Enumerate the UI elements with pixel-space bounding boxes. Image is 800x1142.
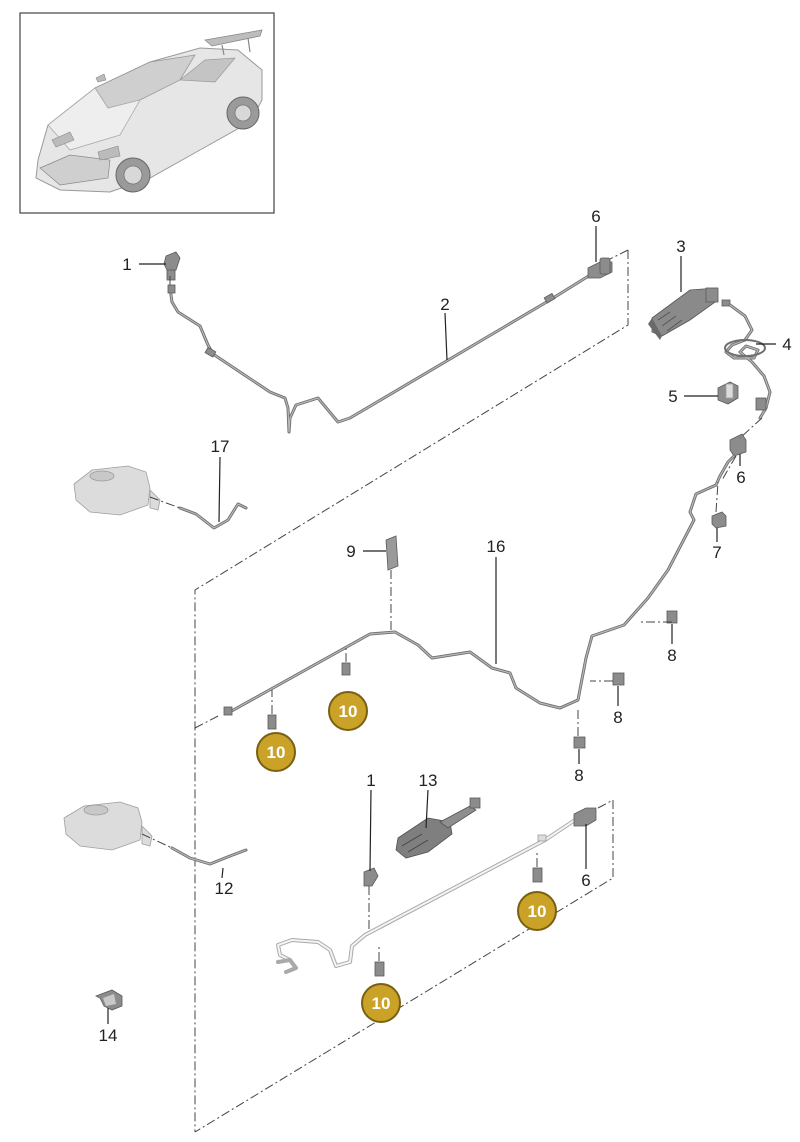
callout-5: 5 <box>668 387 677 406</box>
union-fitting-lower <box>573 807 597 827</box>
callout-1: 1 <box>122 255 131 274</box>
callout-6: 6 <box>591 207 600 226</box>
callout-8: 8 <box>574 766 583 785</box>
union-fitting-right <box>729 433 747 457</box>
vehicle-thumbnail <box>19 12 275 214</box>
reservoir-upper <box>73 465 161 516</box>
callout-labels: 1 2 3 4 5 6 6 7 8 8 8 9 16 17 1 13 6 12 … <box>99 207 792 1045</box>
callout-17: 17 <box>211 437 230 456</box>
callout-16: 16 <box>487 537 506 556</box>
badge-10: 10 <box>517 891 557 931</box>
svg-text:10: 10 <box>339 702 358 721</box>
badge-10: 10 <box>361 983 401 1023</box>
clips-10-upper <box>267 662 351 730</box>
callout-4: 4 <box>782 335 791 354</box>
hose-bracket <box>717 381 739 405</box>
callout-7: 7 <box>712 543 721 562</box>
car-illustration <box>35 29 263 193</box>
reservoir-hose-17 <box>178 502 248 530</box>
clips-10-lower <box>374 867 543 977</box>
callout-8: 8 <box>667 646 676 665</box>
brake-line-upper <box>168 270 597 434</box>
reservoir-hose-12 <box>170 846 248 866</box>
callout-6: 6 <box>736 468 745 487</box>
svg-text:10: 10 <box>528 902 547 921</box>
callout-8: 8 <box>613 708 622 727</box>
badge-10: 10 <box>256 732 296 772</box>
clutch-master-cylinder-13 <box>395 797 481 859</box>
master-cylinder <box>648 287 731 340</box>
callout-12: 12 <box>215 879 234 898</box>
coiled-hose <box>724 303 772 420</box>
badges-10: 10 10 10 10 <box>256 691 557 1023</box>
reservoir-lower <box>63 801 153 851</box>
badge-10: 10 <box>328 691 368 731</box>
callout-2: 2 <box>440 295 449 314</box>
svg-text:10: 10 <box>267 743 286 762</box>
pipe-clip-7 <box>711 511 727 529</box>
protective-sleeve <box>385 535 399 571</box>
brake-line-lower <box>276 818 577 974</box>
bleeder-fitting-upper <box>163 251 181 294</box>
hose-clip-14 <box>95 989 123 1011</box>
callout-6: 6 <box>581 871 590 890</box>
callout-3: 3 <box>676 237 685 256</box>
svg-text:10: 10 <box>372 994 391 1013</box>
bleeder-fitting-lower <box>363 867 379 887</box>
callout-13: 13 <box>419 771 438 790</box>
brake-line-main <box>223 454 736 716</box>
pipe-clips-8 <box>573 610 678 749</box>
leader-lines <box>107 226 776 1024</box>
callout-1: 1 <box>366 771 375 790</box>
callout-9: 9 <box>346 542 355 561</box>
callout-14: 14 <box>99 1026 118 1045</box>
union-fitting-upper <box>587 257 613 279</box>
